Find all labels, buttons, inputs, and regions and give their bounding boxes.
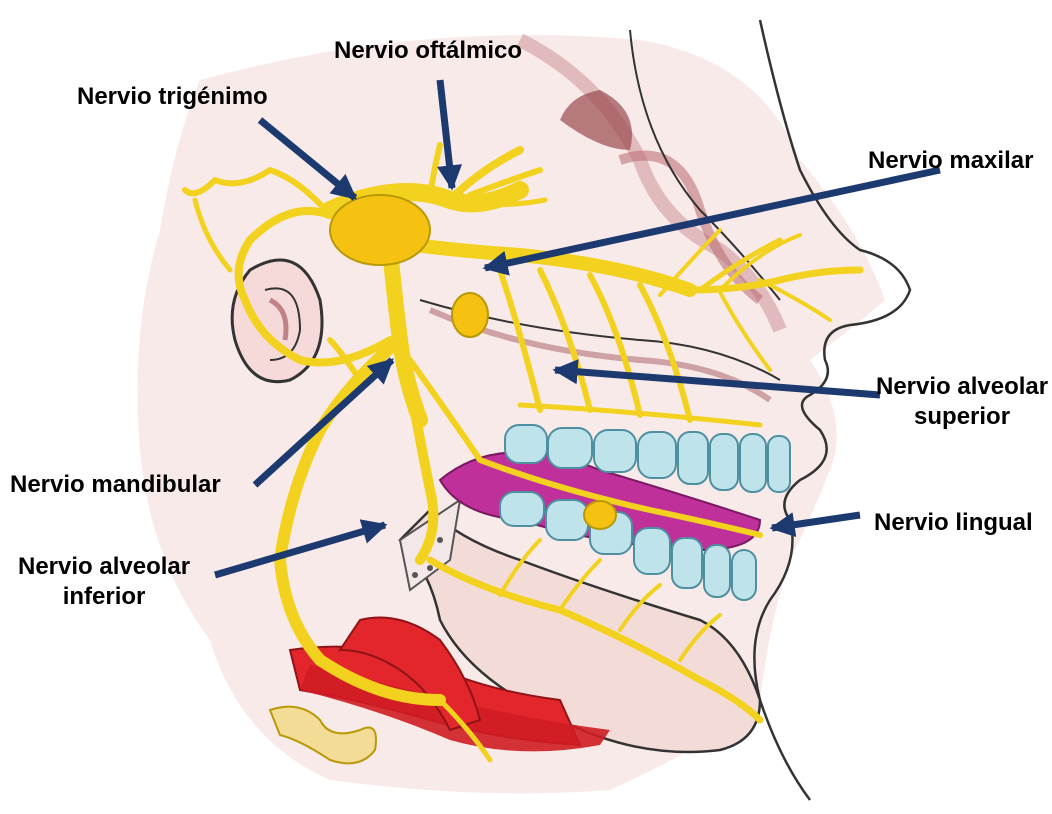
label-line-1: Nervio alveolar — [876, 372, 1048, 402]
label-nervio-mandibular: Nervio mandibular — [10, 470, 221, 500]
label-nervio-maxilar: Nervio maxilar — [868, 146, 1033, 176]
label-nervio-alveolar-superior: Nervio alveolar superior — [876, 372, 1048, 432]
label-nervio-lingual: Nervio lingual — [874, 508, 1033, 538]
label-line-2: inferior — [18, 582, 190, 612]
label-nervio-oftalmico: Nervio oftálmico — [334, 36, 522, 66]
label-line-2: superior — [876, 402, 1048, 432]
label-line-1: Nervio alveolar — [18, 552, 190, 582]
label-nervio-alveolar-inferior: Nervio alveolar inferior — [18, 552, 190, 612]
label-nervio-trigemino: Nervio trigénimo — [77, 82, 268, 112]
